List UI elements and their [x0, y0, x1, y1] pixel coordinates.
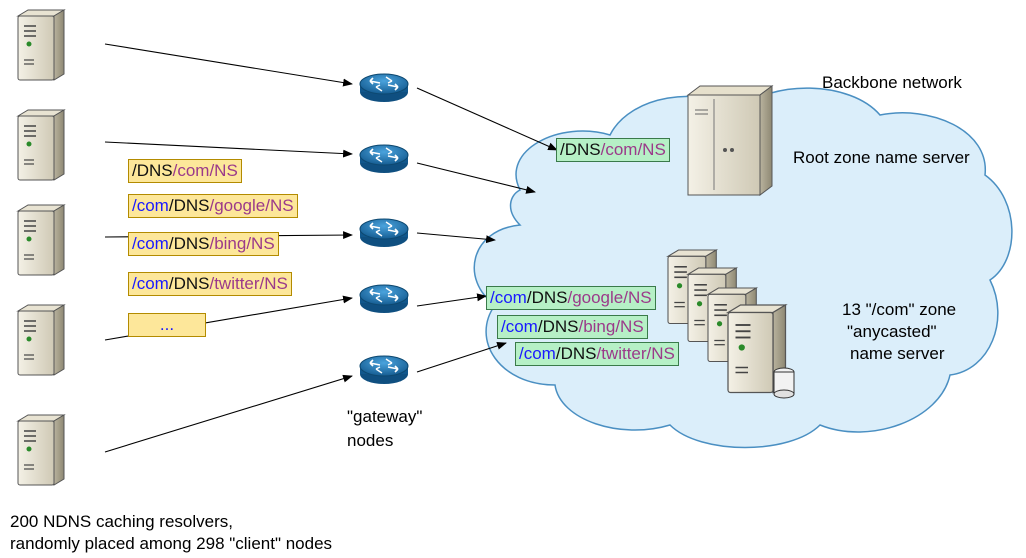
root-server-label: Root zone name server: [793, 148, 970, 167]
interest-tag-bing: /com/DNS/bing/NS: [128, 232, 279, 256]
tag-segment: /twitter/NS: [209, 274, 288, 293]
tag-segment: /com/NS: [600, 140, 666, 159]
tag-segment: /DNS: [132, 161, 173, 180]
arrow-router4-com: [416, 293, 487, 307]
tag-segment: /com: [132, 234, 169, 253]
arrow-client1-router1: [104, 43, 353, 87]
router-icon: [359, 144, 409, 174]
tag-segment: /bing/NS: [578, 317, 644, 336]
tag-segment: /com: [501, 317, 538, 336]
tag-segment: /com/NS: [172, 161, 238, 180]
interest-tag-ellipsis: ...: [128, 313, 206, 337]
tag-segment: /DNS: [555, 344, 597, 363]
resolvers-label-line2: randomly placed among 298 "client" nodes: [10, 534, 333, 553]
router-icon: [359, 284, 409, 314]
client-server-icon: [17, 414, 65, 486]
tag-segment: /com: [132, 196, 169, 215]
tag-segment: /DNS: [560, 140, 601, 159]
com-server-label-line2: "anycasted": [847, 322, 937, 341]
interest-tag-twitter-server: /com/DNS/twitter/NS: [515, 342, 679, 366]
arrow-client5-router5: [104, 374, 353, 453]
tag-segment: /com: [490, 288, 527, 307]
gateway-label-line1: "gateway": [347, 407, 423, 426]
client-server-icon: [17, 109, 65, 181]
arrow-router2-cloud: [416, 162, 536, 194]
router-icon: [359, 73, 409, 103]
tag-segment: /bing/NS: [209, 234, 275, 253]
com-server-stack-icon: [667, 249, 795, 399]
arrow-client2-router2: [104, 141, 353, 158]
arrow-router3-cloud: [416, 232, 496, 244]
client-server-icon: [17, 9, 65, 81]
tag-segment: /DNS: [168, 234, 210, 253]
client-server-icon: [17, 304, 65, 376]
tag-segment: /com: [519, 344, 556, 363]
com-server-label-line1: 13 "/com" zone: [842, 300, 957, 319]
tag-segment: /DNS: [168, 274, 210, 293]
tag-segment: /DNS: [526, 288, 568, 307]
router-icon: [359, 355, 409, 385]
interest-tag-twitter: /com/DNS/twitter/NS: [128, 272, 292, 296]
tag-segment: /com: [132, 274, 169, 293]
tag-segment: /google/NS: [567, 288, 652, 307]
tag-segment: ...: [159, 315, 175, 334]
tag-segment: /google/NS: [209, 196, 294, 215]
interest-tag-root-client: /DNS/com/NS: [128, 159, 242, 183]
interest-tag-google: /com/DNS/google/NS: [128, 194, 298, 218]
tag-segment: /DNS: [537, 317, 579, 336]
gateway-label-line2: nodes: [347, 431, 394, 450]
arrow-router5-com: [416, 341, 507, 373]
interest-tag-bing-server: /com/DNS/bing/NS: [497, 315, 648, 339]
com-server-label-line3: name server: [850, 344, 945, 363]
resolvers-label-line1: 200 NDNS caching resolvers,: [10, 512, 233, 531]
arrow-router1-root: [416, 87, 558, 151]
tag-segment: /DNS: [168, 196, 210, 215]
interest-tag-google-server: /com/DNS/google/NS: [486, 286, 656, 310]
root-server-icon: [686, 85, 774, 196]
client-server-icon: [17, 204, 65, 276]
interest-tag-root: /DNS/com/NS: [556, 138, 670, 162]
router-icon: [359, 218, 409, 248]
tag-segment: /twitter/NS: [596, 344, 675, 363]
backbone-label: Backbone network: [822, 73, 962, 92]
